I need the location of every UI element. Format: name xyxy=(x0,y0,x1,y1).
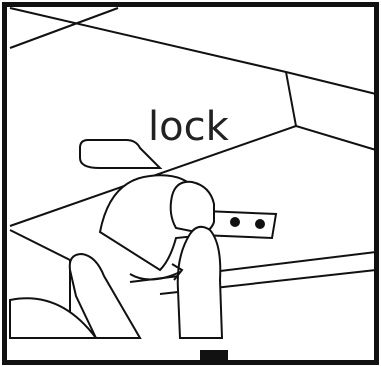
base-tab xyxy=(200,350,228,362)
lock-label: lock xyxy=(148,104,230,150)
latch-hole xyxy=(256,220,264,228)
latch-hole xyxy=(231,218,239,226)
